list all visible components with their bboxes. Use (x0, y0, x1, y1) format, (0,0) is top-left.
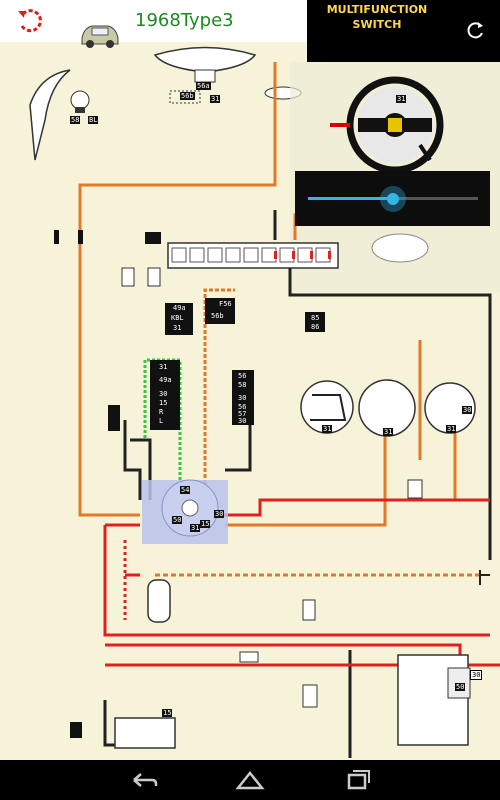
terminal-label: 85 (310, 314, 321, 322)
system-nav-bar (0, 760, 500, 800)
switch-small (121, 267, 161, 287)
app-header: 1968Type3 (0, 0, 307, 48)
terminal-label: 31 (396, 95, 407, 103)
terminal-label: 56b (210, 312, 225, 320)
terminal-label: 50 (455, 683, 466, 691)
terminal-label: 30 (158, 390, 169, 398)
home-icon[interactable] (230, 766, 270, 794)
dome-lamp (153, 46, 257, 83)
terminal-label: KBL (170, 314, 185, 322)
terminal-label: 56a (196, 82, 211, 90)
wiring-diagram[interactable] (0, 0, 500, 760)
starter-motor (397, 654, 471, 746)
terminal-label: 50 (172, 516, 183, 524)
multifunction-title-line2: SWITCH (352, 18, 402, 31)
multifunction-title-line1: MULTIFUNCTION (326, 3, 428, 16)
page-title: 1968Type3 (135, 10, 234, 31)
sensor (302, 599, 318, 708)
gauge-right (424, 382, 476, 434)
multifunction-panel: MULTIFUNCTION SWITCH (307, 0, 500, 62)
terminal-label: BL (88, 116, 99, 124)
terminal-label: 30 (470, 670, 483, 680)
terminal-label: R (158, 408, 165, 416)
multifunction-title: MULTIFUNCTION SWITCH (307, 2, 447, 32)
slider-fill (308, 197, 393, 200)
terminal-label: 30 (214, 510, 225, 518)
terminal-label: 56 (237, 372, 248, 380)
recents-icon[interactable] (338, 766, 378, 794)
gauge-center (358, 379, 416, 437)
fuse-box (167, 242, 339, 269)
gauge-left (300, 380, 354, 434)
terminal-label: 31 (383, 428, 394, 436)
terminal-label: 56 (237, 403, 248, 411)
terminal-label: 86 (310, 323, 321, 331)
terminal-label: 30 (237, 417, 248, 425)
steering-wheel[interactable] (330, 76, 444, 174)
headlight (29, 69, 90, 161)
horn (147, 579, 171, 623)
switch-slider[interactable] (295, 171, 490, 226)
terminal-label: 15 (200, 520, 211, 528)
terminal-label: 30 (237, 394, 248, 402)
distributor (371, 233, 429, 263)
terminal-label: F56 (218, 300, 233, 308)
terminal-label: 30 (462, 406, 473, 414)
terminal-label: 57 (237, 410, 248, 418)
terminal-label: 58 (237, 381, 248, 389)
terminal-label: 31 (446, 425, 457, 433)
fuse-inline (239, 651, 259, 663)
terminal-label: 31 (158, 363, 169, 371)
ignition-coil (114, 717, 176, 749)
terminal-label: 31 (322, 425, 333, 433)
slider-thumb[interactable] (380, 186, 406, 212)
terminal-label: 58 (70, 116, 81, 124)
refresh-icon[interactable] (466, 20, 486, 40)
terminal-label: 49a (172, 304, 187, 312)
terminal-label: 54 (180, 486, 191, 494)
terminal-label: 49a (158, 376, 173, 384)
terminal-label: L (158, 417, 165, 425)
terminal-label: 15 (162, 709, 173, 717)
terminal-label: 15 (158, 399, 169, 407)
back-icon[interactable] (124, 766, 164, 794)
car-icon[interactable] (78, 16, 122, 50)
terminal-label: 31 (172, 324, 183, 332)
terminal-label: 31 (210, 95, 221, 103)
terminal-label: 56b (180, 92, 195, 100)
rotate-ccw-icon[interactable] (14, 5, 46, 37)
bulb-right (407, 479, 423, 499)
terminal-label: 31 (190, 524, 201, 532)
